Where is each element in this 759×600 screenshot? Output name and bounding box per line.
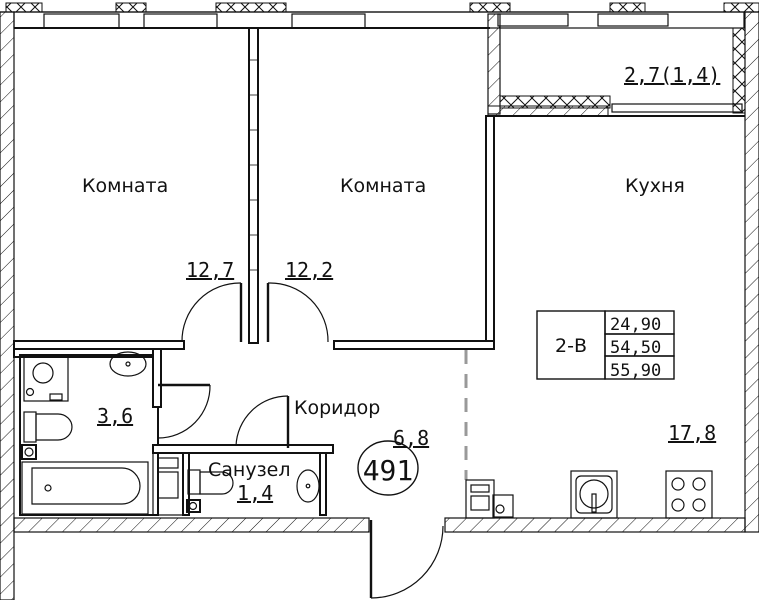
sink-icon bbox=[109, 351, 147, 377]
exterior-wall-top bbox=[0, 0, 759, 29]
apartment-number: 491 bbox=[363, 454, 414, 487]
apartment-type: 2-В bbox=[555, 335, 587, 357]
apartment-number-badge: 491 bbox=[357, 440, 419, 496]
corridor-label: Коридор bbox=[294, 397, 380, 419]
wc-label: Санузел bbox=[208, 459, 291, 481]
balcony bbox=[487, 13, 746, 117]
sink-basin-icon bbox=[570, 470, 618, 519]
wc bbox=[152, 395, 334, 516]
kitchen-area: 17,8 bbox=[668, 421, 716, 445]
bathtub-icon bbox=[21, 461, 149, 515]
washing-machine-icon bbox=[23, 354, 69, 402]
area-living: 24,90 bbox=[610, 315, 661, 335]
wall-room-divider bbox=[248, 27, 259, 344]
room1-area: 12,7 bbox=[186, 258, 234, 282]
exterior-wall-right bbox=[744, 11, 759, 533]
area-total: 54,50 bbox=[610, 338, 661, 358]
stove-icon bbox=[665, 470, 713, 519]
bathroom-area: 3,6 bbox=[97, 404, 133, 428]
wc-sink-icon bbox=[296, 469, 320, 503]
room1-label: Комната bbox=[82, 175, 168, 197]
corridor-area: 6,8 bbox=[393, 426, 429, 450]
entrance-door[interactable] bbox=[369, 520, 444, 599]
kitchen-label: Кухня bbox=[625, 175, 685, 197]
wc-area: 1,4 bbox=[237, 481, 273, 505]
wall-room2-kitchen bbox=[485, 115, 495, 347]
door-room1[interactable] bbox=[181, 282, 243, 343]
balcony-area: 2,7(1,4) bbox=[624, 63, 720, 87]
door-room2[interactable] bbox=[266, 282, 329, 343]
kitchen-appliances bbox=[465, 470, 713, 519]
exterior-wall-bottom-right bbox=[444, 517, 746, 533]
bathroom bbox=[13, 348, 211, 516]
toilet-icon bbox=[23, 411, 37, 443]
exterior-wall-bottom-left bbox=[13, 517, 370, 533]
room2-area: 12,2 bbox=[285, 258, 333, 282]
area-total-with-balcony: 55,90 bbox=[610, 361, 661, 381]
room2-label: Комната bbox=[340, 175, 426, 197]
exterior-wall-left bbox=[0, 11, 15, 600]
area-table: 2-В 24,90 54,50 55,90 bbox=[536, 310, 675, 381]
